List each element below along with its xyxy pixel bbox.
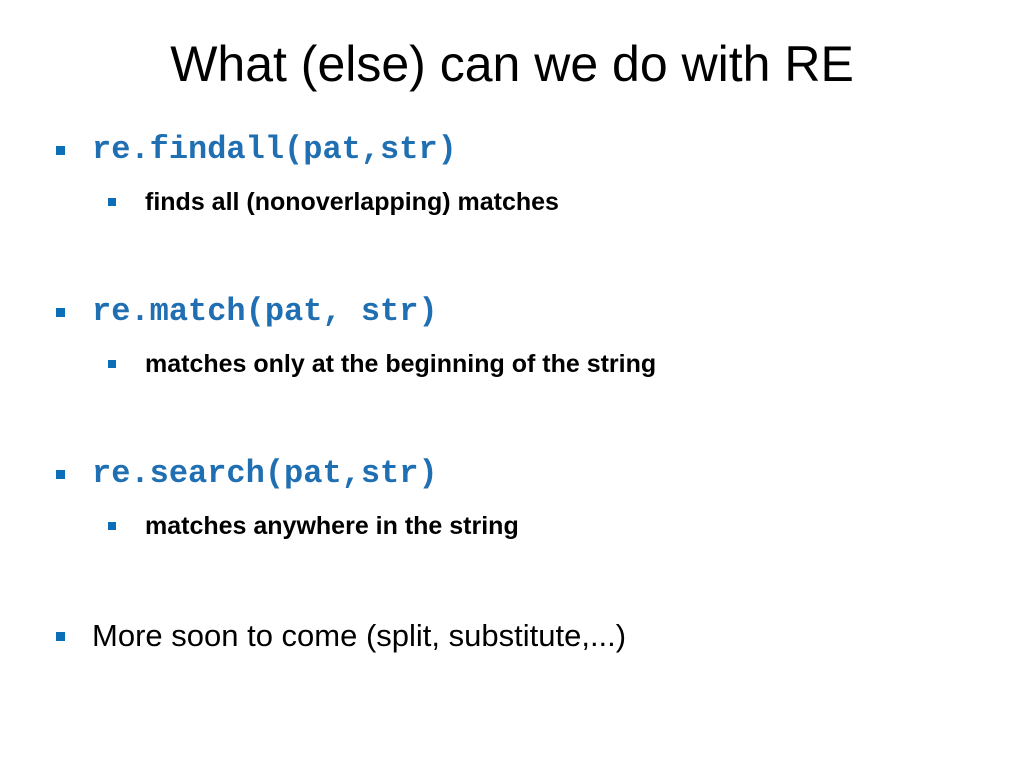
slide-title: What (else) can we do with RE bbox=[170, 36, 854, 92]
more-soon-text: More soon to come (split, substitute,...… bbox=[92, 618, 627, 653]
square-bullet-icon bbox=[108, 198, 116, 206]
desc-search: matches anywhere in the string bbox=[145, 512, 519, 540]
bullet-item-search: re.search(pat,str) bbox=[56, 454, 438, 494]
sub-bullet-match: matches only at the beginning of the str… bbox=[108, 348, 656, 380]
bullet-item-more: More soon to come (split, substitute,...… bbox=[56, 616, 626, 656]
code-findall: re.findall(pat,str) bbox=[92, 131, 457, 168]
sub-bullet-search: matches anywhere in the string bbox=[108, 510, 519, 542]
bullet-item-match: re.match(pat, str) bbox=[56, 292, 438, 332]
desc-match: matches only at the beginning of the str… bbox=[145, 350, 657, 378]
code-search: re.search(pat,str) bbox=[92, 455, 438, 492]
square-bullet-icon bbox=[56, 469, 65, 479]
square-bullet-icon bbox=[108, 360, 116, 368]
code-match: re.match(pat, str) bbox=[92, 293, 438, 330]
square-bullet-icon bbox=[56, 631, 65, 641]
bullet-item-findall: re.findall(pat,str) bbox=[56, 130, 457, 170]
square-bullet-icon bbox=[56, 307, 65, 317]
desc-findall: finds all (nonoverlapping) matches bbox=[145, 188, 559, 216]
sub-bullet-findall: finds all (nonoverlapping) matches bbox=[108, 186, 559, 218]
square-bullet-icon bbox=[108, 522, 116, 530]
square-bullet-icon bbox=[56, 145, 65, 155]
